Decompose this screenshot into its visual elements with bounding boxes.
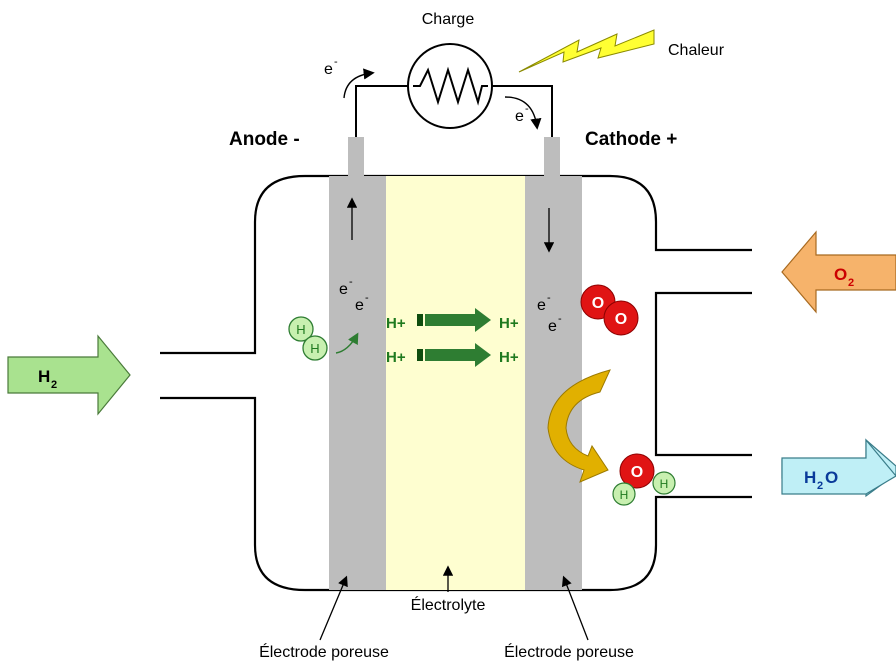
svg-text:H: H	[310, 341, 319, 356]
anode-electron-2: e -	[355, 292, 369, 314]
proton-label-1a: H+	[386, 315, 406, 332]
electron-circuit-left: e -	[324, 56, 338, 78]
svg-text:2: 2	[848, 277, 854, 289]
svg-text:-: -	[547, 292, 551, 304]
charge-label: Charge	[422, 11, 475, 28]
svg-text:e: e	[548, 318, 557, 335]
electron-release-arrow	[335, 332, 359, 354]
electron-flow-arrow-right	[504, 96, 542, 130]
svg-text:O: O	[615, 311, 627, 328]
proton-label-2a: H+	[386, 349, 406, 366]
svg-text:H: H	[38, 367, 50, 386]
svg-text:-: -	[334, 56, 338, 68]
water-formation-arrow	[547, 369, 611, 483]
svg-text:e: e	[339, 281, 348, 298]
svg-text:-: -	[365, 292, 369, 304]
right-electrode-pointer-arrow	[561, 575, 589, 641]
left-electrode-label: Électrode poreuse	[259, 642, 389, 661]
electron-flow-arrow-left	[343, 68, 375, 99]
electron-circuit-right: e -	[515, 103, 529, 125]
proton-label-2b: H+	[499, 349, 519, 366]
electrolyte-layer	[386, 176, 525, 590]
hydrogen-molecule-anode: H H	[288, 316, 328, 361]
proton-label-1b: H+	[499, 315, 519, 332]
svg-text:O: O	[834, 265, 847, 284]
svg-text:-: -	[525, 103, 529, 115]
chaleur-label: Chaleur	[668, 42, 725, 59]
cathode-terminal	[544, 137, 560, 177]
svg-text:-: -	[558, 313, 562, 325]
right-electrode-label: Électrode poreuse	[504, 642, 634, 661]
svg-text:e: e	[537, 297, 546, 314]
lightning-bolt-icon	[518, 29, 655, 73]
svg-text:O: O	[631, 464, 643, 481]
proton-arrow-2	[417, 343, 491, 367]
svg-text:2: 2	[51, 379, 57, 391]
anode-electrode	[329, 176, 386, 590]
left-electrode-pointer-arrow	[319, 575, 348, 641]
svg-text:H: H	[660, 477, 669, 491]
svg-text:H: H	[296, 322, 305, 337]
svg-text:2: 2	[817, 480, 823, 492]
water-molecule: O H H	[612, 453, 676, 506]
h2-inlet-arrow: H 2	[7, 334, 131, 416]
svg-text:-: -	[349, 276, 353, 288]
anode-terminal	[348, 137, 364, 177]
svg-text:e: e	[324, 61, 333, 78]
cathode-electron-2: e -	[548, 313, 562, 335]
svg-text:e: e	[355, 297, 364, 314]
svg-text:H: H	[804, 468, 816, 487]
cathode-electron-1: e -	[537, 292, 551, 314]
svg-text:O: O	[825, 468, 838, 487]
svg-text:e: e	[515, 108, 524, 125]
svg-text:O: O	[592, 295, 604, 312]
anode-electron-1: e -	[339, 276, 353, 298]
resistor-zigzag-icon	[413, 66, 488, 106]
electrolyte-label: Électrolyte	[411, 595, 486, 614]
o2-inlet-arrow: O 2	[781, 230, 896, 314]
cathode-electrode	[525, 176, 582, 590]
anode-label: Anode -	[229, 129, 300, 150]
svg-text:H: H	[620, 488, 629, 502]
cathode-label: Cathode +	[585, 129, 677, 150]
load-resistor	[407, 43, 493, 129]
oxygen-molecule-cathode: O O	[580, 284, 639, 336]
external-circuit-wire	[355, 85, 553, 137]
proton-arrow-1	[417, 308, 491, 332]
h2o-outlet-arrow: H 2 O	[781, 438, 896, 498]
